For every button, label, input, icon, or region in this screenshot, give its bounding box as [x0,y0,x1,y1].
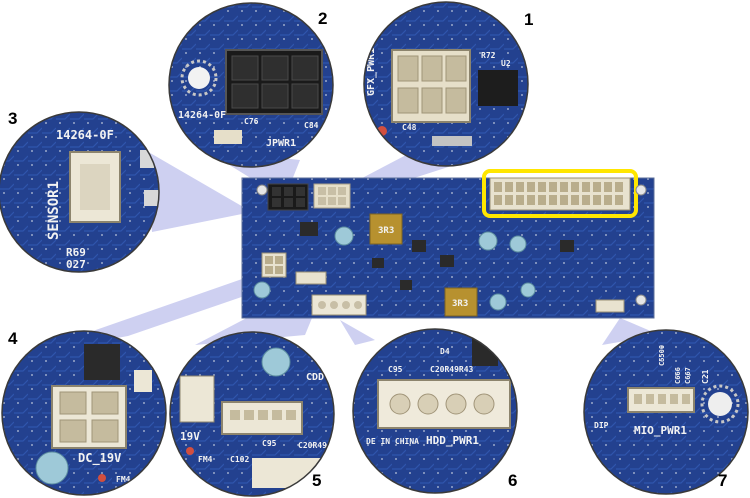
silkscreen-label: JPWR1 [266,138,296,149]
callout-number: 6 [508,471,517,490]
callout-number: 1 [524,10,533,29]
callout-5: 19V CDD C95 C102 C20R49 FM4 5 [169,331,335,497]
silkscreen-label: DIP [594,421,609,430]
silkscreen-label: HDD_PWR1 [426,434,479,447]
silkscreen-label: GFX_PWR1 [366,48,377,96]
silkscreen-label: C666 [674,367,682,384]
silkscreen-label: U2 [501,59,511,68]
silkscreen-label: C95 [262,439,277,448]
silkscreen-label: C667 [684,367,692,384]
atx-highlight-box [482,169,638,218]
callout-1: GFX_PWR1 R72 U2 C48 1 [363,1,533,167]
silkscreen-label: C20R49 [298,441,327,450]
inductor-3r3-a [369,213,403,245]
capacitors [253,226,536,311]
silkscreen-label: DE IN CHINA [366,437,419,446]
silkscreen-label: SENSOR1 [46,181,62,240]
silkscreen-label: R69 [66,246,86,259]
silkscreen-label: C48 [402,123,417,132]
silkscreen-label: DC_19V [78,451,121,466]
inductor-3r3-b [444,287,478,317]
silkscreen-label: CDD [306,372,324,383]
callout-number: 3 [8,109,17,128]
silkscreen-label: D4 [440,347,450,356]
inductor-label: 3R3 [452,299,468,309]
hdd-pwr1-connector [311,294,367,316]
silkscreen-label: C20R49R43 [430,365,474,374]
mio-pwr1-connector [595,299,625,313]
silkscreen-label: C5500 [658,345,666,366]
silkscreen-label: C76 [244,117,259,126]
silkscreen-label: MIO_PWR1 [634,424,687,437]
callout-3: 14264-0F SENSOR1 R69 027 3 [0,109,160,273]
chips [300,222,574,290]
cdd-connector [295,271,327,285]
inductor-label: 3R3 [378,226,394,236]
silkscreen-label: C21 [701,369,710,384]
silkscreen-label: 14264-0F [56,128,114,142]
silkscreen-label: C95 [388,365,403,374]
silkscreen-label: C102 [230,455,249,464]
silkscreen-label: 19V [180,430,200,443]
silkscreen-label: C84 [304,121,319,130]
callout-number: 7 [718,471,727,490]
callout-2: 14264-0F C76 C84 JPWR1 2 [168,2,334,168]
silkscreen-label: R72 [481,51,496,60]
silkscreen-label: FM4 [116,475,131,484]
callout-7: MIO_PWR1 DIP C21 C666 C667 C5500 7 [583,329,749,495]
sensor1-connector-zoom [69,151,121,223]
silkscreen-label: FM4 [198,455,213,464]
callout-number: 4 [8,329,18,348]
silkscreen-label: 14264-0F [178,110,226,121]
silkscreen-label: 027 [66,258,86,271]
callout-number: 2 [318,9,327,28]
callout-6: C95 C20R49R43 D4 DE IN CHINA HDD_PWR1 6 [352,328,518,494]
main-board: 3R3 3R3 [241,169,655,319]
callout-4: DC_19V FM4 4 [1,329,167,496]
callout-number: 5 [312,471,321,490]
